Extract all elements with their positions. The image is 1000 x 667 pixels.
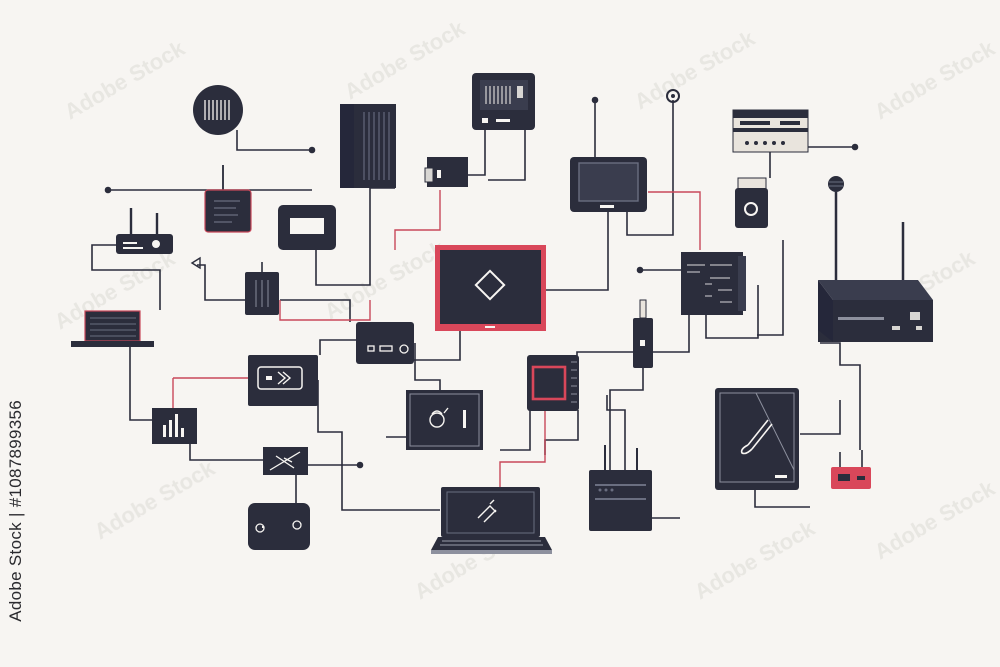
wire-endpoint — [310, 148, 315, 153]
wire — [545, 212, 608, 290]
stock-image-id: Adobe Stock | #1087899356 — [6, 400, 26, 622]
usb-stick-device[interactable] — [633, 300, 653, 368]
speaker-icon — [205, 100, 229, 120]
watermark: Adobe Stock — [90, 455, 220, 544]
watermark: Adobe Stock — [870, 475, 1000, 564]
desktop-tower-device[interactable] — [570, 157, 647, 212]
wire-endpoint — [853, 145, 858, 150]
game-controller-device[interactable] — [248, 503, 310, 550]
pin-icon — [671, 94, 675, 98]
wire — [488, 130, 525, 180]
red-radio-device[interactable] — [831, 450, 871, 489]
barcode-icon — [486, 86, 510, 104]
media-player-device[interactable] — [248, 355, 318, 406]
pc-tower-icon — [579, 163, 638, 201]
wire — [190, 440, 265, 460]
switch-icon — [437, 170, 441, 178]
wire — [500, 410, 530, 450]
watermark: Adobe Stock — [340, 15, 470, 104]
large-router-device[interactable] — [818, 192, 933, 342]
wire-endpoint — [638, 268, 643, 273]
watermark: Adobe Stock — [870, 35, 1000, 124]
round-speaker-device[interactable] — [193, 85, 243, 135]
av-receiver-device[interactable] — [733, 110, 808, 152]
access-point-device[interactable] — [589, 445, 652, 531]
small-display-device[interactable] — [278, 205, 336, 250]
desk-phone-device[interactable] — [205, 165, 251, 232]
art-tablet-device[interactable] — [406, 390, 483, 450]
server-tower-device[interactable] — [340, 104, 396, 188]
wall-switch-device[interactable] — [425, 157, 468, 187]
network-module-device[interactable] — [356, 322, 414, 364]
usb-icon — [640, 340, 645, 346]
signal-meter-device[interactable] — [152, 408, 197, 444]
tablet-frame-device[interactable] — [263, 447, 308, 475]
drawing-tablet-device[interactable] — [715, 388, 799, 490]
microphone-device[interactable] — [828, 176, 844, 192]
wire — [755, 490, 810, 507]
wire — [130, 345, 152, 420]
wire — [757, 240, 783, 335]
watermark: Adobe Stock — [630, 25, 760, 114]
tv-monitor-device[interactable] — [472, 73, 535, 130]
watermark: Adobe Stock — [60, 35, 190, 124]
watermark: Adobe Stock — [690, 515, 820, 604]
wire — [320, 340, 356, 355]
wire-endpoint — [106, 188, 111, 193]
wire — [237, 130, 312, 150]
chip-device[interactable] — [527, 355, 579, 411]
display-icon — [290, 218, 324, 234]
wire — [545, 410, 578, 455]
wifi-router-small-device[interactable] — [116, 208, 173, 254]
wire-endpoint — [593, 98, 598, 103]
hub-icon — [358, 463, 363, 468]
wire — [500, 410, 545, 487]
wire — [610, 368, 643, 470]
laptop-device[interactable] — [431, 487, 552, 554]
wire — [415, 343, 440, 392]
wire — [648, 192, 700, 250]
camera-device[interactable] — [735, 178, 768, 228]
wire — [800, 400, 840, 434]
control-panel-device[interactable] — [681, 252, 746, 315]
bluetooth-hub-device[interactable] — [358, 463, 363, 468]
central-hub-screen-device[interactable] — [435, 245, 546, 331]
wire — [197, 265, 245, 300]
watermark: Adobe Stock — [320, 235, 450, 324]
